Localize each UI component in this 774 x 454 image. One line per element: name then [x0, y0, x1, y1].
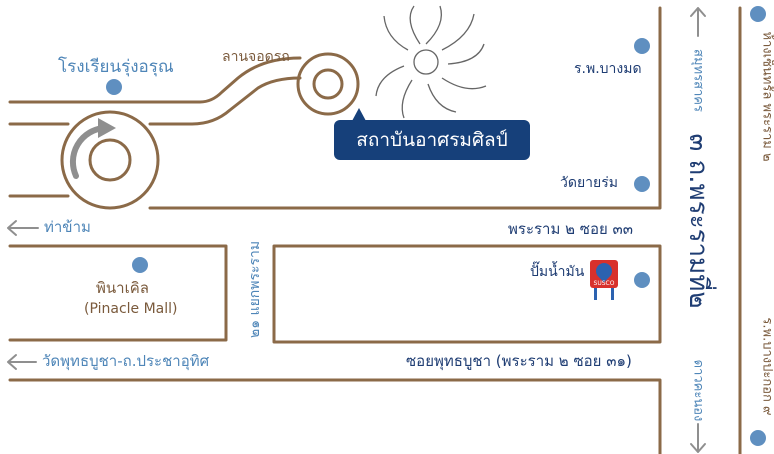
roundabout-arrow — [69, 125, 107, 179]
roundabout-outer — [60, 110, 160, 210]
road-soi31-south-edge — [8, 378, 662, 454]
gas-station-label: ปั๊มน้ำมัน — [530, 264, 585, 280]
arrow-left-temple — [7, 354, 37, 370]
gas-brand-label: SUSCO — [593, 280, 615, 287]
block-pharmacy — [272, 244, 662, 344]
road-soi33-north-edge-right — [148, 6, 662, 210]
central-marker — [750, 6, 766, 22]
parking-label: ลานจอดรถ — [222, 49, 290, 65]
road-upper-inner-edge — [148, 76, 302, 126]
mall-label: พินาเคิล — [96, 279, 149, 297]
school-label: โรงเรียนรุ่งอรุณ — [58, 57, 174, 77]
destination-callout: สถาบันอาศรมศิลป์ — [334, 120, 530, 160]
roundabout-arrow-head — [98, 118, 116, 138]
destination-pointer — [352, 108, 366, 121]
soi31-label: ซอยพุทธบูชา (พระราม ๒ ซอย ๓๑) — [406, 352, 632, 370]
to-samut-label: สมุทรสาคร — [690, 49, 706, 112]
to-dao-khanong-label: ดาวคะนอง — [690, 359, 706, 422]
road-upper-north-edge — [8, 56, 302, 104]
gas-station-marker — [634, 272, 650, 288]
hospital-marker — [634, 38, 650, 54]
mall-en-label: (Pinacle Mall) — [84, 301, 178, 317]
road-soi33-south-edge — [8, 244, 228, 342]
arrow-up-samut — [690, 7, 706, 37]
school-marker — [106, 79, 122, 95]
to-pier-label: ท่าข้าม — [44, 218, 91, 236]
arrow-down-dao-khanong — [690, 423, 706, 453]
hospital-label: ร.พ.บางมด — [574, 61, 642, 77]
arrow-left-pier — [7, 220, 39, 236]
to-central-label: ห้างเซ็นทรัล พระราม ๒ — [759, 31, 774, 162]
soi33-label: พระราม ๒ ซอย ๓๓ — [508, 220, 634, 238]
bangpakok-marker — [750, 430, 766, 446]
mall-marker — [132, 257, 148, 273]
side-street-label: ๒๑ แยกพระราม — [247, 240, 263, 338]
to-bangpakok-label: ร.พ.บางปะกอก ๙ — [759, 317, 774, 416]
main-road-label: ๓ ถ.พระรามที่๒ — [683, 133, 713, 309]
gas-station-sign: SUSCO — [590, 259, 618, 300]
to-temple-label: วัดพุทธบูชา-ถ.ประชาอุทิศ — [42, 352, 210, 370]
parking-loop-inner — [312, 68, 344, 100]
ornament-icon — [375, 5, 487, 119]
parking-loop-outer — [296, 52, 360, 116]
temple-marker — [634, 176, 650, 192]
gas-drop-icon — [592, 259, 616, 283]
temple-label: วัดยายร่ม — [560, 175, 618, 191]
roundabout-inner — [88, 138, 132, 182]
